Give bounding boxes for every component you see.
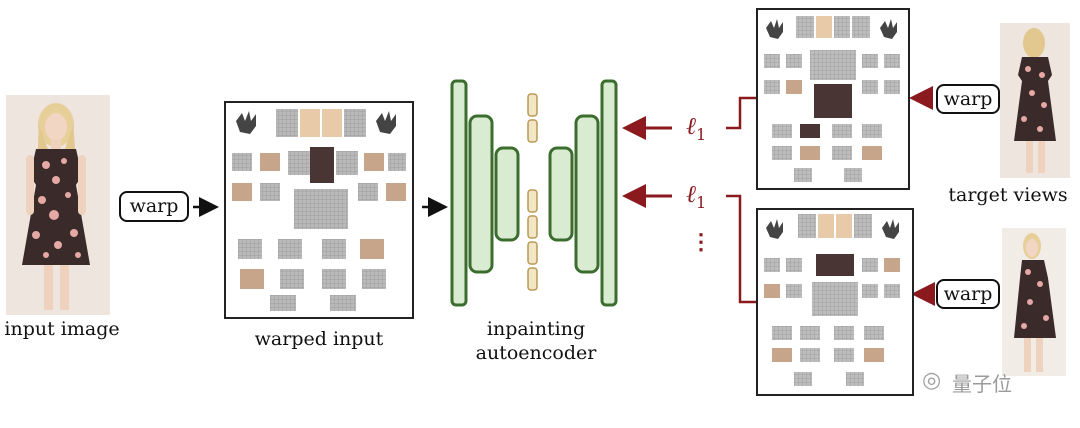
warp-box-left: warp xyxy=(119,191,189,222)
bracket-bottom xyxy=(726,194,756,304)
woman-side-view-figure xyxy=(1002,228,1066,376)
bottleneck-unit xyxy=(527,267,538,291)
bottleneck-unit xyxy=(527,215,538,239)
target-view-photo-side xyxy=(1002,228,1066,376)
target-views-caption: target views xyxy=(948,184,1068,206)
encoder-layer-3 xyxy=(494,146,520,242)
watermark-text: 量子位 xyxy=(952,372,1012,396)
warp-box-bottom-right: warp xyxy=(936,279,1000,309)
target-warped-parts-bottom xyxy=(764,214,900,386)
warp-box-top-right: warp xyxy=(936,84,1000,114)
woman-in-floral-dress-figure xyxy=(6,95,110,315)
bracket-top xyxy=(726,96,756,130)
target-warped-parts-top xyxy=(764,16,900,182)
decoder-layer-2 xyxy=(574,114,600,274)
inpainting-autoencoder-diagram xyxy=(450,79,618,307)
decoder-layer-3 xyxy=(600,79,618,307)
input-image-caption: input image xyxy=(4,318,120,340)
warped-input-caption: warped input xyxy=(254,328,384,350)
target-view-panel-bottom xyxy=(756,208,914,396)
wechat-icon: ◎ xyxy=(922,368,942,393)
target-view-photo-back xyxy=(1000,23,1070,178)
autoencoder-caption-line2: autoencoder xyxy=(475,342,597,364)
woman-back-view-figure xyxy=(1000,23,1070,178)
input-image-photo xyxy=(6,95,110,315)
bottleneck-unit xyxy=(527,93,538,117)
warped-body-parts-grid xyxy=(232,109,406,311)
encoder-layer-1 xyxy=(450,79,468,307)
watermark-logo: ◎ 量子位 xyxy=(922,366,1072,396)
target-view-panel-top xyxy=(756,8,910,190)
loss-l1-bottom: ℓ1 xyxy=(686,180,707,212)
autoencoder-caption-line1: inpainting xyxy=(486,318,586,340)
bottleneck-unit xyxy=(527,189,538,213)
bottleneck-unit xyxy=(527,119,538,143)
encoder-layer-2 xyxy=(468,114,494,274)
loss-l1-top: ℓ1 xyxy=(686,112,707,144)
bottleneck-unit xyxy=(527,241,538,265)
decoder-layer-1 xyxy=(548,146,574,242)
warped-input-panel xyxy=(224,101,414,319)
more-losses-ellipsis: ⋮ xyxy=(690,229,712,255)
